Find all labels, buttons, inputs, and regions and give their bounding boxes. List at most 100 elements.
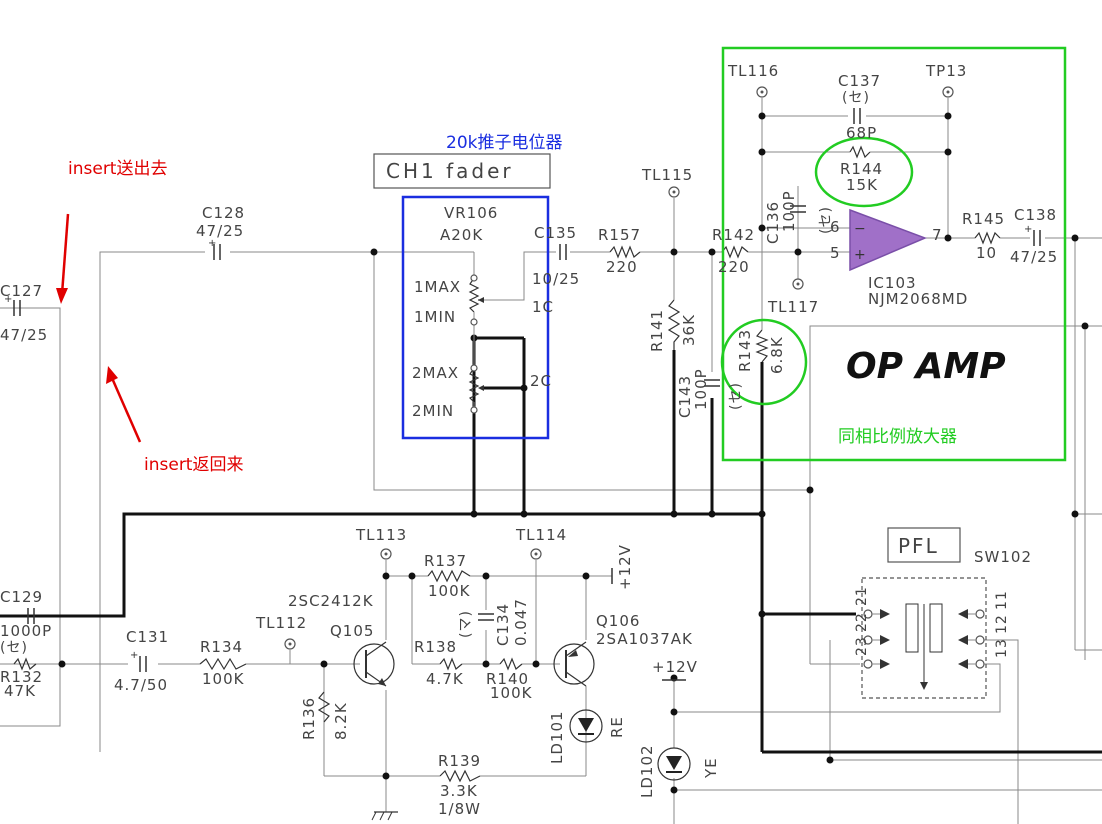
label-components-r136-val: 8.2K [332, 702, 350, 740]
label-components-tl112: TL112 [255, 614, 307, 632]
label-components-r157-ref: R157 [598, 226, 641, 244]
opamp-title: OP AMP [846, 346, 1006, 387]
label-components-r132-ref: R132 [0, 668, 43, 686]
svg-text:+: + [1024, 224, 1032, 235]
label-components-c134-note: (マ) [458, 610, 474, 638]
r137-symbol [427, 569, 471, 583]
fader-type-label: 20k推子电位器 [446, 133, 562, 153]
opamp-desc: 同相比例放大器 [838, 427, 957, 447]
tp13-point [942, 86, 954, 98]
c131-symbol: + [130, 650, 147, 672]
label-components-v12b: +12V [652, 658, 698, 676]
r143-symbol [755, 329, 769, 363]
label-components-q106-part: 2SA1037AK [596, 630, 693, 648]
svg-text:+: + [130, 650, 138, 661]
c134-symbol [478, 613, 494, 621]
label-components-sw102-pins_right-1: 12 [994, 614, 1010, 634]
label-components-sw102-pins_right-2: 13 [994, 638, 1010, 658]
label-components-v12a: +12V [616, 544, 634, 590]
tl114-point [530, 548, 542, 560]
label-components-c136-val: 100P [780, 190, 798, 232]
c138-symbol: + [1024, 224, 1041, 246]
fader-highlight-box [401, 195, 550, 440]
test-points [284, 86, 954, 650]
label-components-r134-val: 100K [202, 670, 245, 688]
label-components-r139-ref: R139 [438, 752, 481, 770]
fader-vr106 [468, 274, 484, 414]
label-components-c138-ref: C138 [1014, 206, 1057, 224]
label-components-r143-val: 6.8K [768, 336, 786, 374]
label-components-c134-ref: C134 [494, 603, 512, 646]
label-components-c131-ref: C131 [126, 628, 169, 646]
r145-symbol [974, 231, 1001, 245]
transistor-q105 [353, 641, 395, 687]
label-components-tl114: TL114 [515, 526, 567, 544]
label-components-c131-val: 4.7/50 [114, 676, 168, 694]
label-components-pins-c2: 2C [530, 372, 552, 390]
label-components-r141-val: 36K [680, 314, 698, 346]
label-components-sw102-pins_left-0: 21 [854, 586, 870, 606]
label-components-r134-ref: R134 [200, 638, 243, 656]
label-components-r138-ref: R138 [414, 638, 457, 656]
insert-return-label: insert返回来 [144, 455, 243, 475]
label-components-c128-ref: C128 [202, 204, 245, 222]
op-amp-ic103: − + [849, 208, 928, 272]
c137-symbol [853, 108, 861, 124]
label-components-c128-val: 47/25 [196, 222, 244, 240]
label-components-c137-note: (セ) [842, 90, 870, 106]
label-components-c134-val: 0.047 [512, 598, 530, 646]
label-components-tl113: TL113 [355, 526, 407, 544]
label-components-c135-ref: C135 [534, 224, 577, 242]
c128-symbol: + [208, 238, 221, 260]
label-components-c129-ref: C129 [0, 588, 43, 606]
label-components-sw102-pins_right-0: 11 [994, 590, 1010, 610]
r136-symbol [317, 691, 331, 723]
label-components-c143-ref: C143 [676, 375, 694, 418]
label-components-q106-ref: Q106 [596, 612, 640, 630]
r141-symbol [667, 299, 681, 350]
label-components-c143-val: 100P [692, 368, 710, 410]
junction-dots [58, 112, 1089, 794]
svg-text:+: + [854, 247, 866, 263]
label-components-pins-max2: 2MAX [412, 364, 459, 382]
label-components-sw102-pins_left-1: 22 [854, 612, 870, 632]
r143-highlight-ring [720, 318, 808, 406]
label-components-ld101-ref: LD101 [548, 710, 566, 764]
label-components-tl116: TL116 [727, 62, 779, 80]
label-components-c127-val: 47/25 [0, 326, 48, 344]
ground-symbol [371, 811, 398, 821]
pfl-label: PFL [898, 534, 939, 558]
tl115-point [668, 186, 680, 198]
label-components-q105-part: 2SC2412K [288, 592, 374, 610]
label-components-pins-c1: 1C [532, 298, 554, 316]
pfl-switch-sw102 [861, 577, 987, 699]
r157-symbol [609, 245, 641, 259]
label-components-r132-val: 47K [4, 682, 36, 700]
r144-symbol [849, 145, 871, 159]
r140-symbol [499, 657, 523, 671]
label-components-ic103-pin5: 5 [830, 244, 841, 262]
labels: insert送出去 insert返回来 20k推子电位器 OP AMP 同相比例… [0, 62, 1057, 818]
label-components-r144-ref: R144 [840, 160, 883, 178]
tl117-point [792, 278, 804, 290]
c127-symbol: + [4, 294, 21, 316]
label-components-c135-val: 10/25 [532, 270, 580, 288]
r134-symbol [199, 657, 247, 671]
svg-text:+: + [208, 238, 216, 249]
label-components-c127-ref: C127 [0, 282, 43, 300]
label-components-vr106-val: A20K [440, 226, 483, 244]
insert-send-label: insert送出去 [68, 159, 167, 179]
label-components-ld102-color: YE [702, 757, 720, 779]
label-components-r157-val: 220 [606, 258, 638, 276]
svg-text:−: − [854, 221, 866, 237]
label-components-r139-power: 1/8W [438, 800, 481, 818]
label-components-tp13: TP13 [925, 62, 967, 80]
label-components-r142-ref: R142 [712, 226, 755, 244]
c135-symbol [559, 244, 567, 260]
label-components-r145-val: 10 [976, 244, 997, 262]
label-components-pins-max1: 1MAX [414, 278, 461, 296]
led-ld101 [569, 709, 603, 743]
label-components-r140-val: 100K [490, 684, 533, 702]
ch1-fader-label: CH1 fader [386, 159, 514, 183]
label-components-c137-ref: C137 [838, 72, 881, 90]
